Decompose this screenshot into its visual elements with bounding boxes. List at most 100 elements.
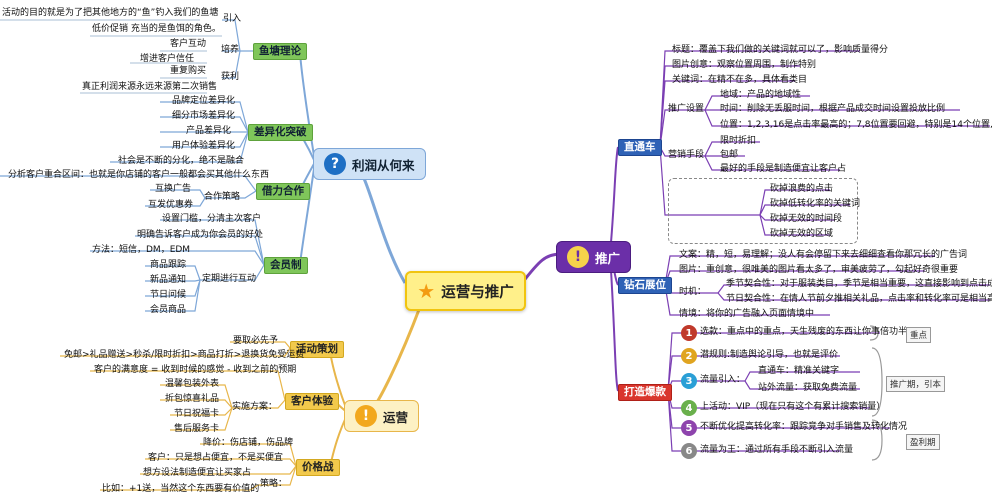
number-1-icon: 1 <box>681 325 697 341</box>
ztc-marketing-2[interactable]: 包邮 <box>720 150 739 160</box>
experience-plan[interactable]: 实施方案： <box>232 402 278 412</box>
bk-step-1[interactable]: 选款：重点中的重点，天生残废的东西让你事倍功半 <box>700 327 908 337</box>
bk-step-3b[interactable]: 站外流量：获取免费流量 <box>758 383 858 393</box>
ztc-marketing-1[interactable]: 限时折扣 <box>720 136 757 146</box>
bk-step-3a[interactable]: 直通车：精准关键字 <box>758 366 840 376</box>
branch-experience[interactable]: 客户体验 <box>285 393 339 410</box>
ztc-region[interactable]: 地域：产品的地域性 <box>720 90 802 100</box>
branch-member[interactable]: 会员制 <box>264 257 308 274</box>
ztc-cut-3[interactable]: 砍掉无效的时间段 <box>770 214 843 224</box>
plan-item-2[interactable]: 免邮>礼品赠送>秒杀/限时折扣>商品打折>退换货免受运费 <box>64 350 305 360</box>
hub-operation[interactable]: ! 运营 <box>344 400 420 432</box>
branch-pond[interactable]: 鱼塘理论 <box>253 43 307 60</box>
central-topic-label: 运营与推广 <box>441 284 514 301</box>
member-interact[interactable]: 定期进行互动 <box>202 274 257 284</box>
tag-promo-period: 推广期，引本 <box>886 376 946 392</box>
ztc-marketing[interactable]: 营销手段 <box>668 150 705 160</box>
price-strategy[interactable]: 策略： <box>260 479 288 489</box>
number-6-icon: 6 <box>681 443 697 459</box>
diff-item-5[interactable]: 社会是不断的分化，绝不是融合 <box>118 156 245 166</box>
borrow-strategy[interactable]: 合作策略 <box>204 192 241 202</box>
member-item-1[interactable]: 设置门槛，分清主次客户 <box>162 214 262 224</box>
connector-center-promo <box>520 252 561 284</box>
experience-plan-2[interactable]: 折包惊喜礼品 <box>165 394 220 404</box>
bk-step-5[interactable]: 不断优化提高转化率：跟踪竞争对手销售及转化情况 <box>700 422 908 432</box>
ztc-cut-2[interactable]: 砍掉低转化率的关键词 <box>770 199 861 209</box>
question-icon: ? <box>324 153 346 175</box>
zs-timing[interactable]: 时机： <box>679 287 707 297</box>
branch-bk[interactable]: 打造爆款 <box>618 384 672 401</box>
number-2-icon: 2 <box>681 348 697 364</box>
connector-center-profit <box>353 161 407 284</box>
branch-borrow[interactable]: 借力合作 <box>256 183 310 200</box>
experience-plan-1[interactable]: 温馨包装外表 <box>165 379 220 389</box>
branch-ztc[interactable]: 直通车 <box>618 139 662 156</box>
member-item-2[interactable]: 明确告诉客户成为你会员的好处 <box>137 230 264 240</box>
hub-promotion[interactable]: ! 推广 <box>556 241 632 273</box>
pond-cultivate[interactable]: 培养 <box>221 45 240 55</box>
ztc-marketing-3[interactable]: 最好的手段是制造便宜让客户占 <box>720 164 847 174</box>
zs-copy[interactable]: 文案：精，短，易理解；没人有会停留下来去细细查看你那冗长的广告词 <box>679 250 968 260</box>
member-interact-1[interactable]: 商品跟踪 <box>150 260 187 270</box>
member-item-3[interactable]: 方法：短信，DM，EDM <box>92 245 191 255</box>
pond-cultivate-2[interactable]: 增进客户信任 <box>140 54 195 64</box>
pond-profit-2[interactable]: 真正利润来源永远来源第二次销售 <box>82 82 218 92</box>
ztc-position[interactable]: 位置：1,2,3,16是点击率最高的；7,8位置要回避，特别是14个位置,不能投… <box>720 120 992 130</box>
diff-item-2[interactable]: 细分市场差异化 <box>172 111 236 121</box>
pond-intro-2[interactable]: 低价促销 充当的是鱼饵的角色。 <box>92 24 221 34</box>
zs-image[interactable]: 图片：重创意，很唯美的图片看太多了，审美疲劳了，勾起好奇很重要 <box>679 265 959 275</box>
price-item-1[interactable]: 降价：伤店铺，伤品牌 <box>203 438 294 448</box>
ztc-settings[interactable]: 推广设置 <box>668 104 705 114</box>
diff-item-4[interactable]: 用户体验差异化 <box>172 141 236 151</box>
experience-plan-4[interactable]: 售后服务卡 <box>174 424 220 434</box>
hub-operation-label: 运营 <box>383 409 409 425</box>
ztc-cut-4[interactable]: 砍掉无效的区域 <box>770 229 834 239</box>
ztc-image[interactable]: 图片创意：观察位置周围，制作特别 <box>672 60 817 70</box>
pond-profit[interactable]: 获利 <box>221 72 240 82</box>
pond-intro-1[interactable]: 活动的目的就是为了把其他地方的“鱼”钓入我们的鱼塘 <box>2 8 219 18</box>
bk-step-3[interactable]: 流量引入： <box>700 375 746 385</box>
branch-price[interactable]: 价格战 <box>296 459 340 476</box>
borrow-strategy-1[interactable]: 互换广告 <box>155 184 192 194</box>
price-item-2[interactable]: 客户：只是想占便宜，不是买便宜 <box>148 453 284 463</box>
diff-item-1[interactable]: 品牌定位差异化 <box>172 96 236 106</box>
borrow-strategy-2[interactable]: 互发优惠券 <box>148 200 194 210</box>
pond-profit-1[interactable]: 重复购买 <box>170 66 207 76</box>
hub-promotion-label: 推广 <box>595 250 621 266</box>
zs-context[interactable]: 情境：将你的广告融入页面情境中 <box>679 309 815 319</box>
borrow-note[interactable]: 分析客户重合区间：也就是你店铺的客户一般都会买其他什么东西 <box>8 170 270 180</box>
ztc-title[interactable]: 标题：覆盖下我们做的关键词就可以了，影响质量得分 <box>672 45 889 55</box>
experience-item-1[interactable]: 客户的满意度 = 收到时候的感觉 - 收到之前的预期 <box>94 365 297 375</box>
diff-item-3[interactable]: 产品差异化 <box>186 126 232 136</box>
central-topic[interactable]: ★ 运营与推广 <box>405 271 526 311</box>
pond-cultivate-1[interactable]: 客户互动 <box>170 39 207 49</box>
member-interact-3[interactable]: 节日问候 <box>150 290 187 300</box>
number-5-icon: 5 <box>681 420 697 436</box>
plan-item-1[interactable]: 要取必先予 <box>233 336 279 346</box>
bk-step-2[interactable]: 潜规则:制造舆论引导，也就是评价 <box>700 350 839 360</box>
bk-step-4[interactable]: 上活动：VIP（现在只有这个有累计搜索销量） <box>700 402 886 412</box>
tag-profit-period: 盈利期 <box>906 434 940 450</box>
price-item-4[interactable]: 比如：+1送，当然这个东西要有价值的 <box>102 484 260 494</box>
ztc-cut-1[interactable]: 砍掉浪费的点击 <box>770 184 834 194</box>
ztc-time[interactable]: 时间：削除无丢服时间，根据产品成交时间设置投放比例 <box>720 104 946 114</box>
experience-plan-3[interactable]: 节日祝福卡 <box>174 409 220 419</box>
branch-zs[interactable]: 钻石展位 <box>618 277 672 294</box>
branch-plan[interactable]: 活动策划 <box>290 341 344 358</box>
zs-season[interactable]: 季节契合性：对于服装类目，季节是相当重要，这直接影响到点击成本 <box>726 279 992 289</box>
lightbulb-icon: ! <box>567 246 589 268</box>
tag-focus: 重点 <box>906 327 932 343</box>
number-3-icon: 3 <box>681 373 697 389</box>
ztc-keyword[interactable]: 关键词：在精不在多，具体看类目 <box>672 75 808 85</box>
pond-intro[interactable]: 引入 <box>223 14 242 24</box>
bk-step-6[interactable]: 流量为王：通过所有手段不断引入流量 <box>700 445 854 455</box>
hub-profit[interactable]: ? 利润从何来 <box>313 148 426 180</box>
price-item-3[interactable]: 想方设法制造便宜让买家占 <box>143 468 252 478</box>
number-4-icon: 4 <box>681 400 697 416</box>
connector-center-operation <box>368 306 422 414</box>
member-interact-4[interactable]: 会员商品 <box>150 305 187 315</box>
member-interact-2[interactable]: 新品通知 <box>150 275 187 285</box>
branch-diff[interactable]: 差异化突破 <box>248 124 313 141</box>
zs-holiday[interactable]: 节日契合性：在情人节前夕推相关礼品，点击率和转化率可是相当高的。 <box>726 294 992 304</box>
star-icon: ★ <box>417 279 436 303</box>
